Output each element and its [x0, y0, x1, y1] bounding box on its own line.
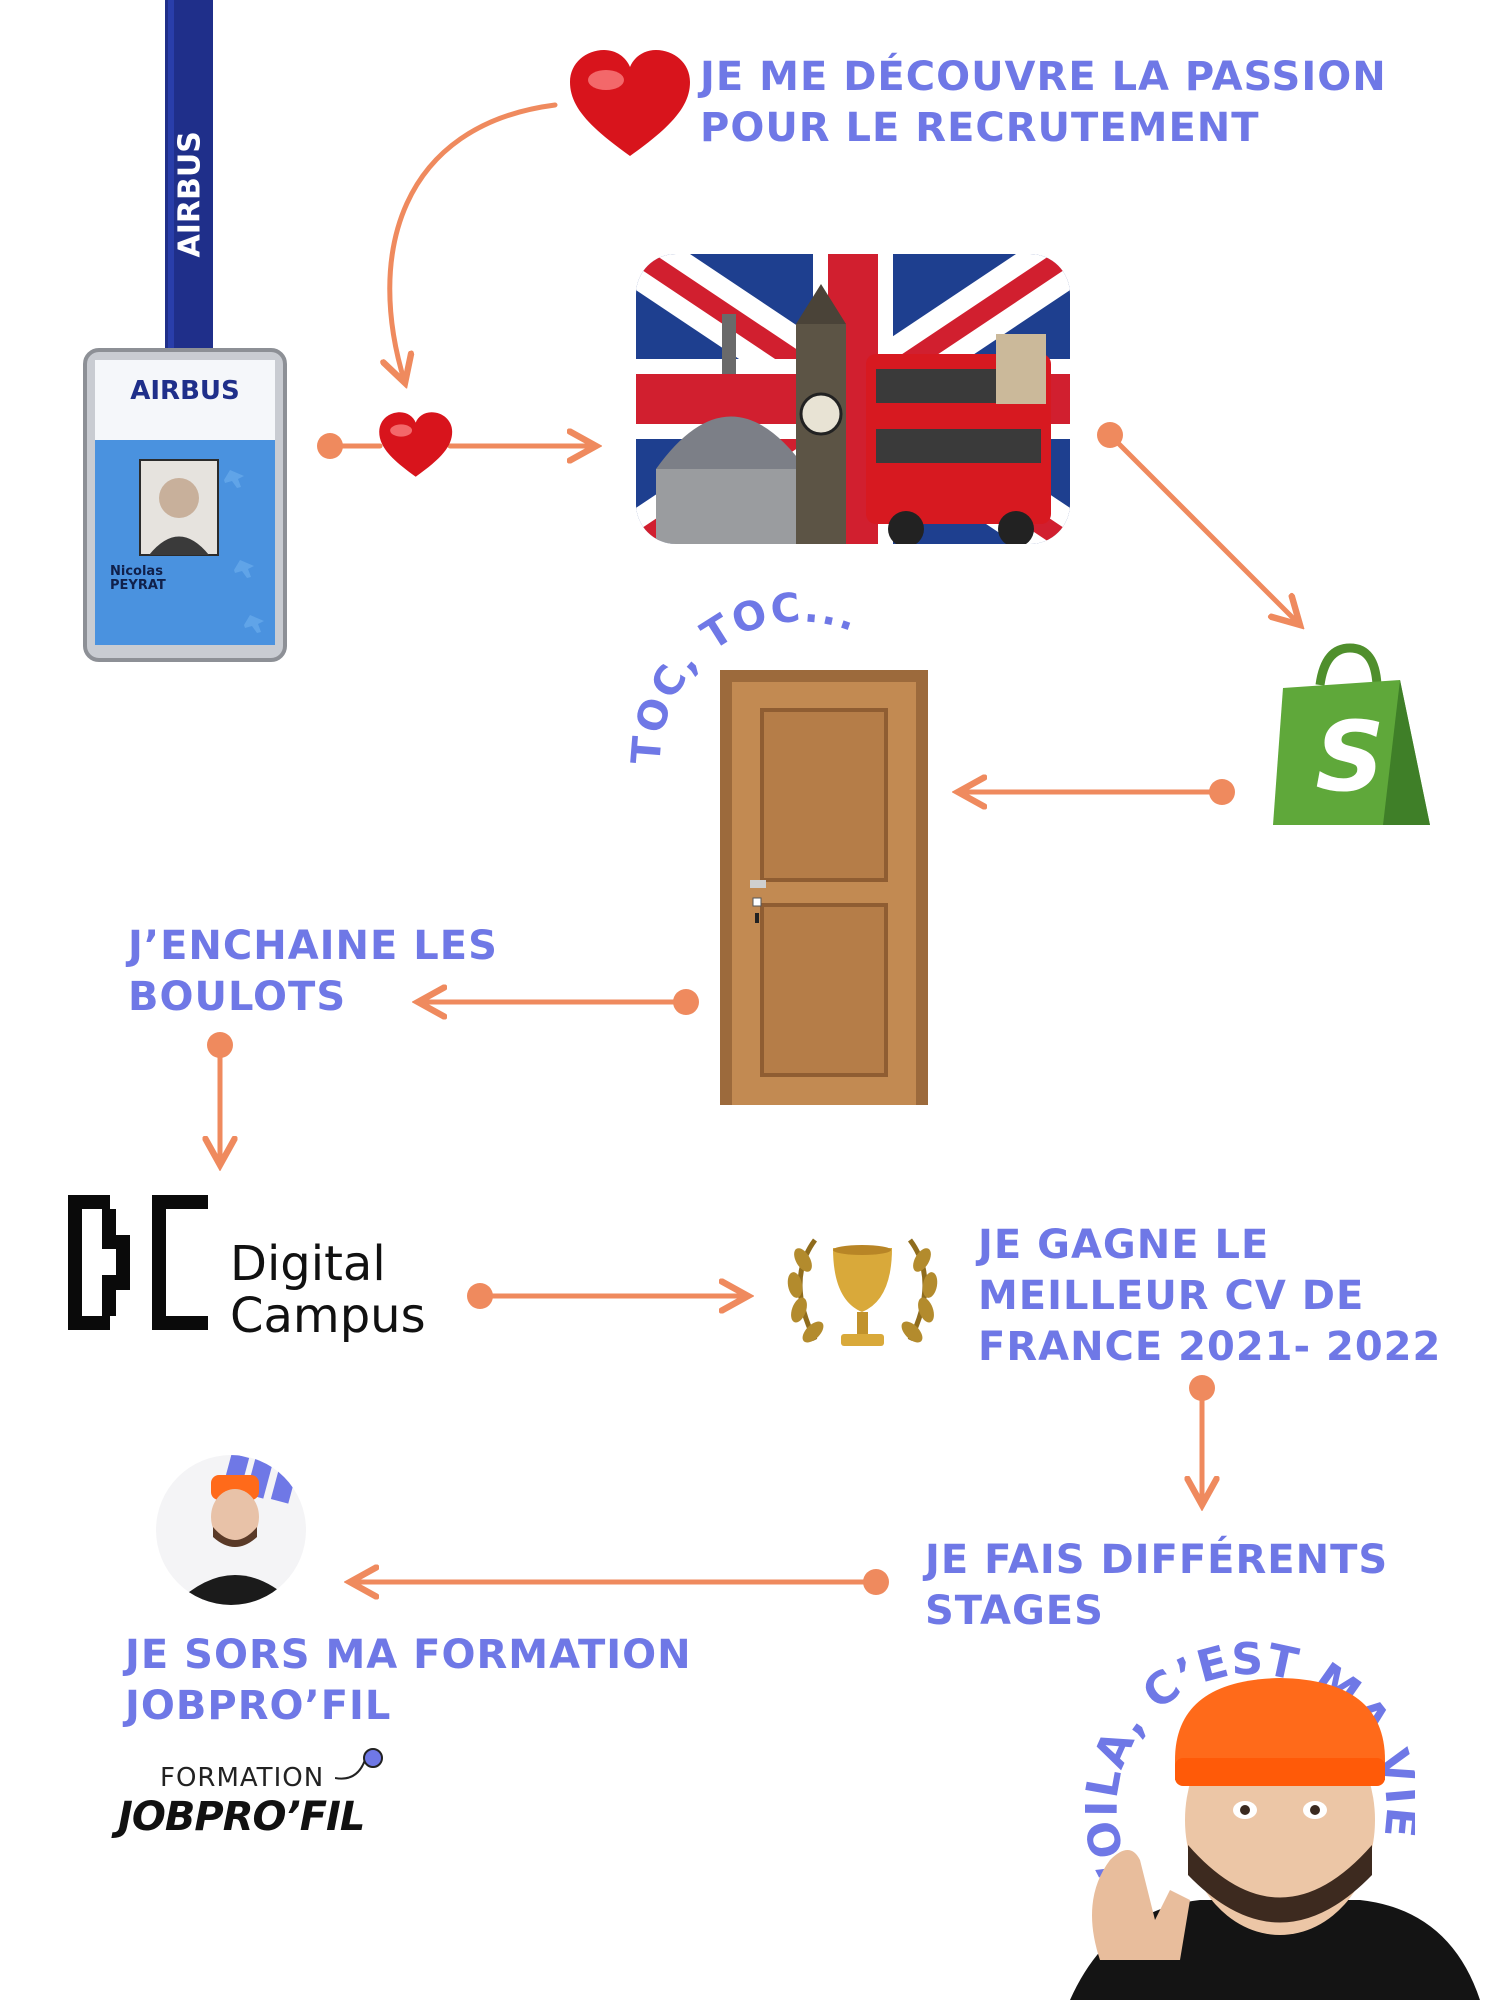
digital-campus-logo [68, 1195, 208, 1330]
step-boulots-caption: J’ENCHAINE LES BOULOTS [128, 923, 498, 1020]
step-cv-caption: JE GAGNE LE MEILLEUR CV DE FRANCE 2021- … [978, 1222, 1442, 1370]
trophy-icon [775, 1220, 950, 1370]
svg-text:S: S [1315, 701, 1384, 813]
avatar-icon [156, 1455, 306, 1605]
shopify-bag-icon: S [1265, 640, 1435, 830]
jobprofil-logo [335, 1748, 385, 1788]
arrow-heart-to-heart [390, 102, 558, 383]
jobprofil-name: JOBPRO’FIL [118, 1794, 365, 1840]
badge-holder: Nicolas PEYRAT [110, 564, 166, 593]
airbus-badge-icon: AIRBUS AIRBUS Nicolas PEYRAT [60, 0, 300, 680]
step-stages-caption: JE FAIS DIFFÉRENTS STAGES [925, 1537, 1389, 1634]
step-formation-caption: JE SORS MA FORMATION JOBPRO’FIL [125, 1632, 692, 1729]
lanyard-text: AIRBUS [172, 131, 208, 258]
digital-campus-name: Digital Campus [230, 1236, 426, 1344]
heart-icon [568, 48, 693, 163]
london-collage-icon [636, 254, 1070, 544]
portrait-icon [1060, 1660, 1480, 2000]
heart-icon-small [378, 410, 454, 482]
door-icon [720, 670, 928, 1105]
arrow-london-to-shopify [1107, 432, 1300, 625]
jobprofil-formation-label: FORMATION [160, 1763, 325, 1793]
badge-company: AIRBUS [130, 376, 240, 406]
step-passion-caption: JE ME DÉCOUVRE LA PASSION POUR LE RECRUT… [700, 54, 1387, 151]
